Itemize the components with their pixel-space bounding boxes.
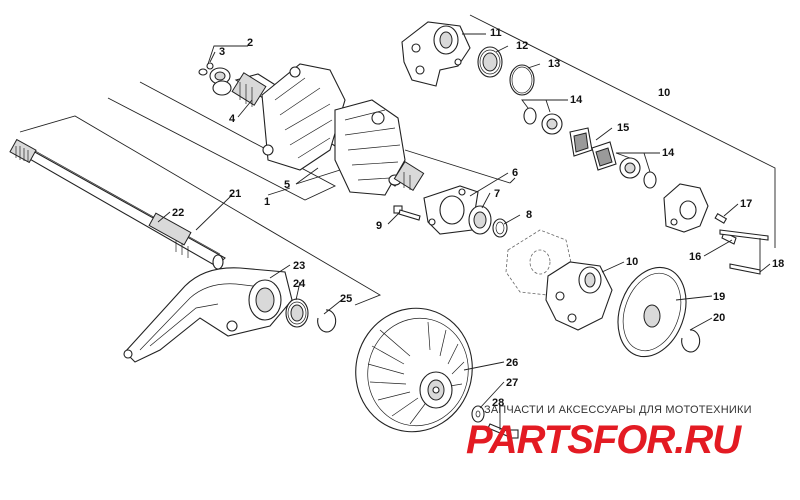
caliper-lower — [545, 261, 613, 331]
callout-17: 17 — [740, 198, 752, 210]
group-brackets — [19, 14, 776, 306]
caliper-upper — [401, 21, 471, 87]
ring-8 — [492, 218, 508, 238]
callout-14a: 14 — [570, 94, 583, 106]
callout-21: 21 — [229, 188, 241, 200]
callout-28: 28 — [492, 397, 504, 409]
callout-10-lower: 10 — [626, 256, 638, 268]
seal-7 — [468, 205, 492, 235]
bearing-12 — [477, 46, 503, 78]
callout-13: 13 — [548, 58, 560, 70]
watermark-caption: ЗАПЧАСТИ И АКСЕССУАРЫ ДЛЯ МОТОТЕХНИКИ — [484, 404, 752, 416]
callout-15: 15 — [617, 122, 629, 134]
callout-16: 16 — [689, 251, 701, 263]
callout-5: 5 — [284, 179, 290, 191]
callout-22: 22 — [172, 207, 184, 219]
callout-7: 7 — [494, 188, 500, 200]
callout-23: 23 — [293, 260, 305, 272]
leader-lines — [157, 33, 771, 430]
input-shaft — [9, 138, 226, 270]
oring-13 — [509, 64, 535, 96]
driven-clutch-26 — [355, 307, 473, 433]
callout-8: 8 — [526, 209, 532, 221]
callout-11: 11 — [490, 27, 502, 39]
callout-2: 2 — [247, 37, 253, 49]
callout-1: 1 — [264, 196, 270, 208]
ring-20 — [681, 329, 701, 353]
callout-14b: 14 — [662, 147, 675, 159]
brake-pads-15 — [569, 127, 617, 171]
brake-disc-19 — [617, 266, 687, 358]
callout-6: 6 — [512, 167, 518, 179]
callout-25: 25 — [340, 293, 352, 305]
callout-20: 20 — [713, 312, 725, 324]
chaincase-arm — [123, 267, 293, 363]
callout-24: 24 — [293, 278, 306, 290]
piston-14b — [619, 157, 657, 189]
callout-9: 9 — [376, 220, 382, 232]
snap-ring-25 — [317, 309, 337, 333]
bolt-9 — [393, 205, 421, 221]
bearing-plate — [423, 185, 479, 235]
callout-12: 12 — [516, 40, 528, 52]
callout-18: 18 — [772, 258, 784, 270]
caliper-half-16 — [663, 183, 709, 233]
callout-4: 4 — [229, 113, 236, 125]
callout-19: 19 — [713, 291, 725, 303]
small-parts-2-3 — [198, 62, 232, 96]
drive-clutch-assembly — [231, 63, 425, 196]
callout-10-upper: 10 — [658, 87, 670, 99]
callout-labels: 1 2 3 4 5 6 7 8 9 10 11 12 13 14 15 14 1… — [172, 27, 784, 409]
pin-17 — [714, 213, 737, 245]
washer-27 — [471, 405, 485, 423]
bearing-24 — [285, 298, 309, 328]
callout-27: 27 — [506, 377, 518, 389]
watermark-logo: PARTSFOR.RU — [466, 418, 741, 462]
callout-26: 26 — [506, 357, 518, 369]
bolts-18 — [719, 229, 769, 275]
bolt-28 — [487, 423, 519, 439]
callout-3: 3 — [219, 46, 225, 58]
piston-14a — [523, 107, 563, 135]
